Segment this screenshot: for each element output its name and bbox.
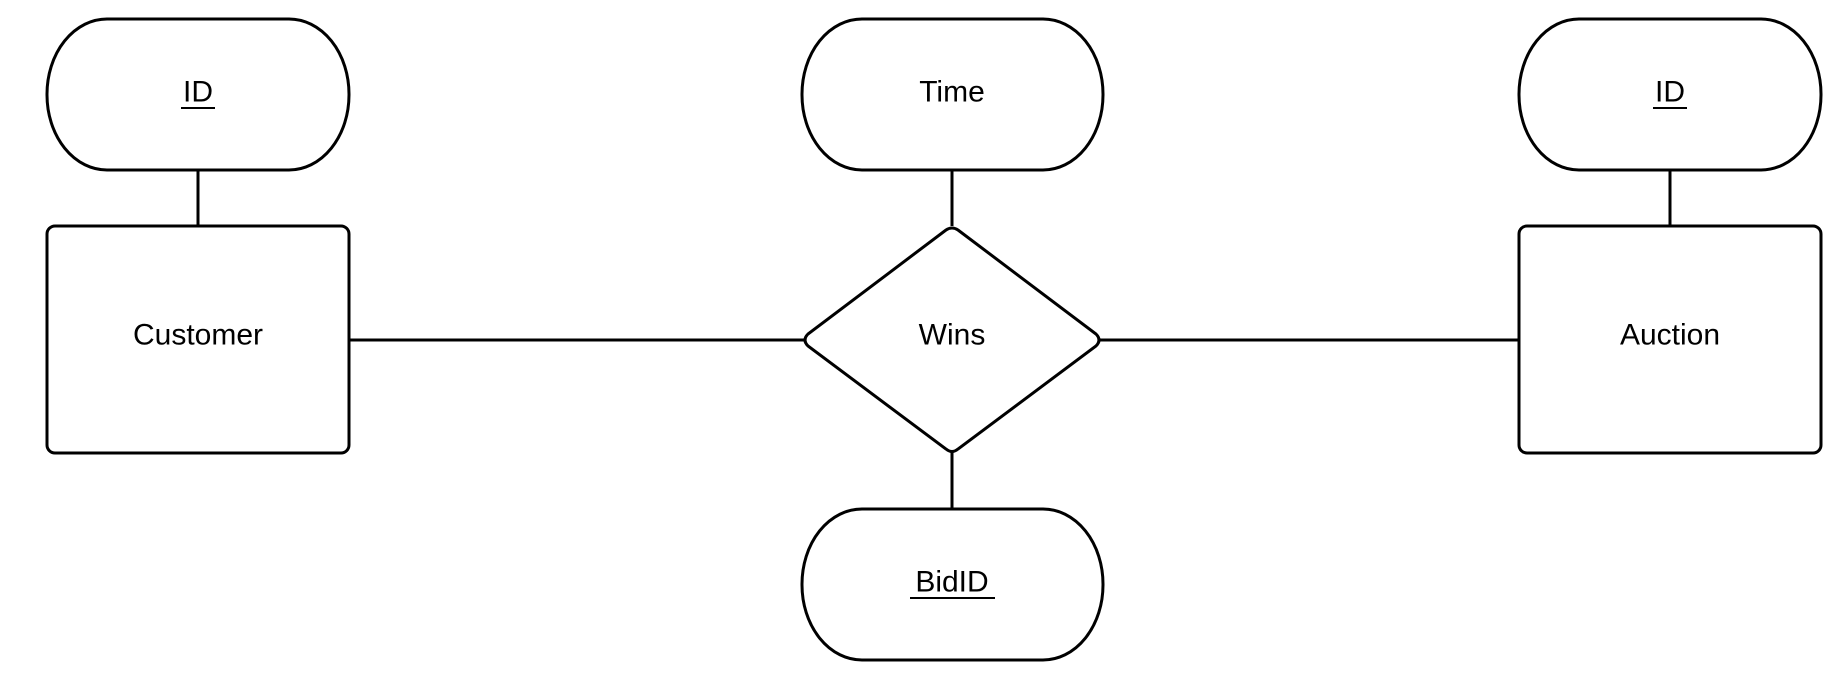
attribute-label: ID <box>183 76 213 109</box>
attribute-label: Time <box>919 76 985 109</box>
attribute-shape <box>800 507 1105 662</box>
entity-shape <box>1517 224 1823 455</box>
attribute-shape <box>800 17 1105 172</box>
attribute-label: BidID <box>915 566 988 599</box>
attribute-auction-id[interactable]: ID <box>1517 17 1823 172</box>
entity-label: Auction <box>1620 319 1720 352</box>
entity-customer[interactable]: Customer <box>45 224 351 455</box>
relationship-wins[interactable]: Wins <box>803 226 1101 453</box>
attribute-bid-id[interactable]: BidID <box>800 507 1105 662</box>
attribute-shape <box>1517 17 1823 172</box>
attribute-customer-id[interactable]: ID <box>45 17 351 172</box>
entity-shape <box>45 224 351 455</box>
attribute-time[interactable]: Time <box>800 17 1105 172</box>
entity-label: Customer <box>133 319 263 352</box>
attribute-label: ID <box>1655 76 1685 109</box>
relationship-shape <box>803 226 1101 453</box>
attribute-shape <box>45 17 351 172</box>
entity-auction[interactable]: Auction <box>1517 224 1823 455</box>
relationship-label: Wins <box>919 319 986 352</box>
